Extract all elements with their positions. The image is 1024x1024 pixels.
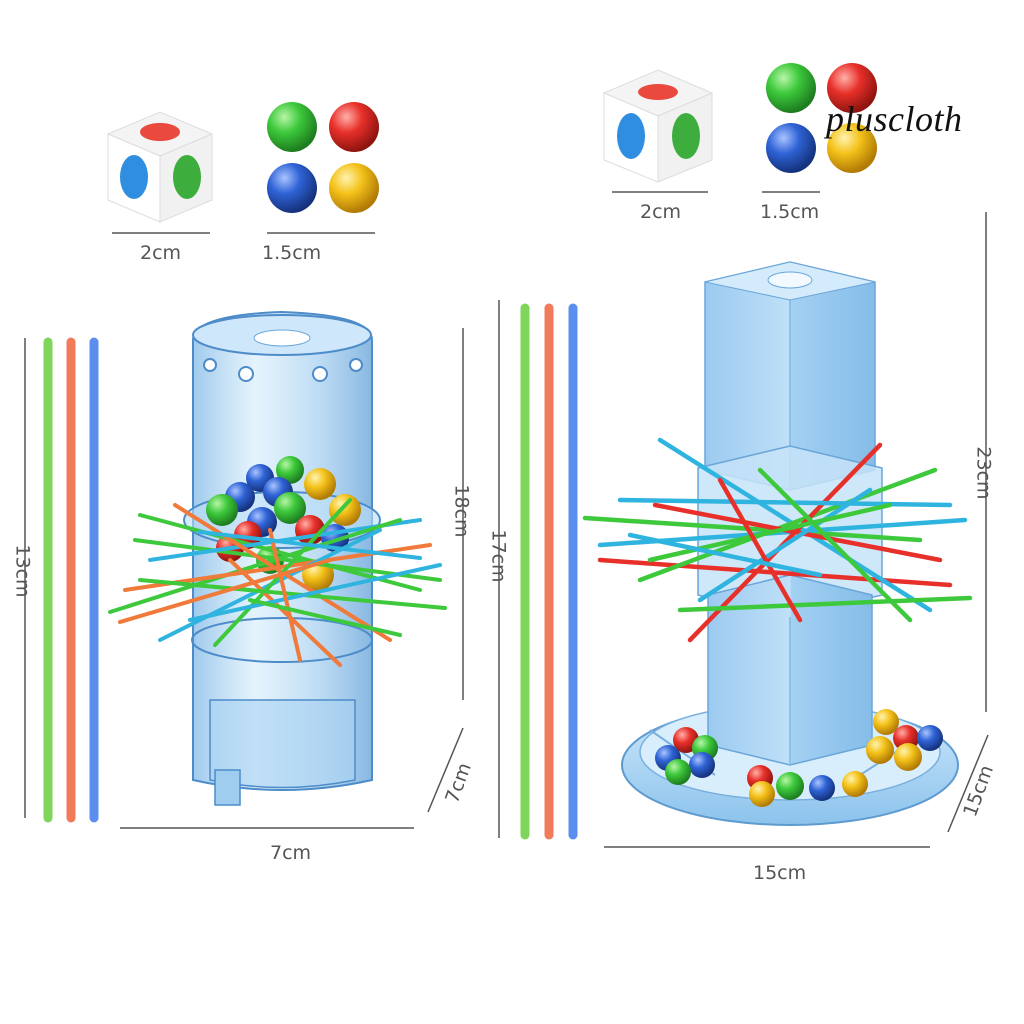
right-die-size-label: 2cm <box>640 201 682 223</box>
right-tray-balls <box>655 709 943 807</box>
left-die <box>106 111 214 223</box>
right-balls <box>766 63 877 173</box>
left-ball-size-label: 1.5cm <box>262 242 322 264</box>
left-tube-sticks <box>108 498 447 667</box>
watermark-text: pluscloth <box>826 99 963 139</box>
right-stick-length-label: 17cm <box>487 529 510 583</box>
left-height-label: 18cm <box>450 484 473 538</box>
right-width-label: 15cm <box>753 862 807 884</box>
left-sticks <box>43 337 99 823</box>
left-die-size-label: 2cm <box>140 242 182 264</box>
right-tower-sticks <box>582 437 973 643</box>
right-depth-dim-line <box>947 734 989 833</box>
right-height-label: 23cm <box>972 446 995 500</box>
right-die <box>602 69 714 183</box>
left-depth-dim-line <box>427 727 464 813</box>
left-balls <box>267 102 379 213</box>
right-sticks <box>520 303 578 840</box>
right-ball-size-label: 1.5cm <box>760 201 820 223</box>
left-width-label: 7cm <box>270 842 312 864</box>
left-stick-length-label: 13cm <box>11 544 34 598</box>
